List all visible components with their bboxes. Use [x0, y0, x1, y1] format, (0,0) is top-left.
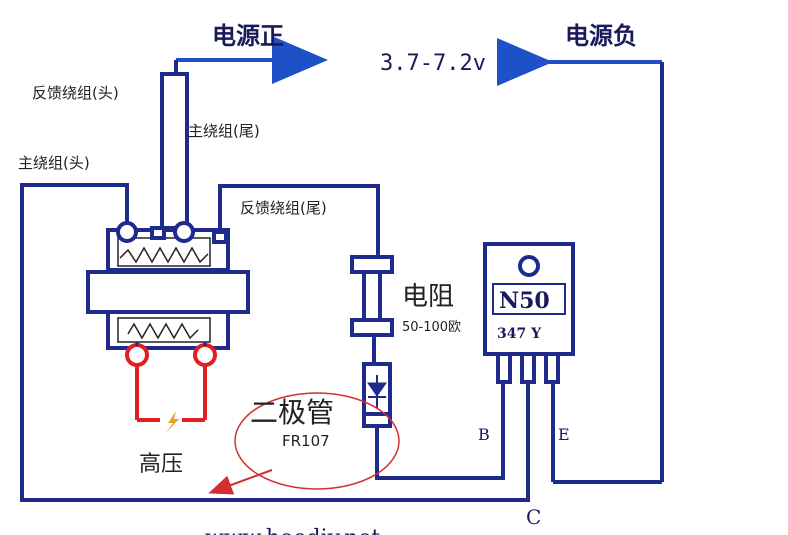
feedback-tail-wire [218, 184, 380, 258]
label-resistor: 电阻 [402, 282, 454, 312]
label-high-voltage: 高压 [139, 452, 183, 477]
label-resistor-value: 50-100欧 [402, 320, 461, 335]
lightning-icon [166, 411, 179, 433]
label-main-tail: 主绕组(尾) [188, 122, 260, 140]
hv-terminals [125, 342, 217, 422]
label-power-positive: 电源正 [212, 22, 284, 50]
transformer-bottom-coil [117, 317, 211, 343]
label-feedback-tail: 反馈绕组(尾) [240, 199, 327, 217]
label-main-head: 主绕组(头) [18, 154, 90, 172]
label-diode: 二极管 [250, 396, 334, 429]
winding-terminals [116, 221, 228, 244]
power-positive-wire [174, 36, 328, 84]
resistor [350, 255, 394, 364]
label-voltage: 3.7-7.2v [380, 51, 486, 76]
annotation-arrow-icon [208, 469, 273, 495]
label-feedback-head: 反馈绕组(头) [32, 84, 119, 102]
annotation-ellipse [234, 392, 400, 490]
label-pin-e: E [558, 425, 570, 444]
winding-posts [160, 72, 189, 230]
transformer [86, 228, 250, 350]
label-power-negative: 电源负 [565, 22, 637, 50]
power-negative-wire [497, 38, 664, 484]
label-transistor-code: 347 Y [497, 326, 542, 342]
transistor-label-box [492, 283, 566, 315]
label-watermark: www.hoodiy.net [205, 526, 380, 535]
diode [362, 362, 505, 480]
label-pin-b: B [478, 425, 490, 444]
main-head-wire [20, 183, 530, 502]
label-diode-model: FR107 [282, 432, 330, 450]
label-pin-c: C [526, 505, 541, 529]
label-transistor-model: N50 [499, 288, 550, 314]
